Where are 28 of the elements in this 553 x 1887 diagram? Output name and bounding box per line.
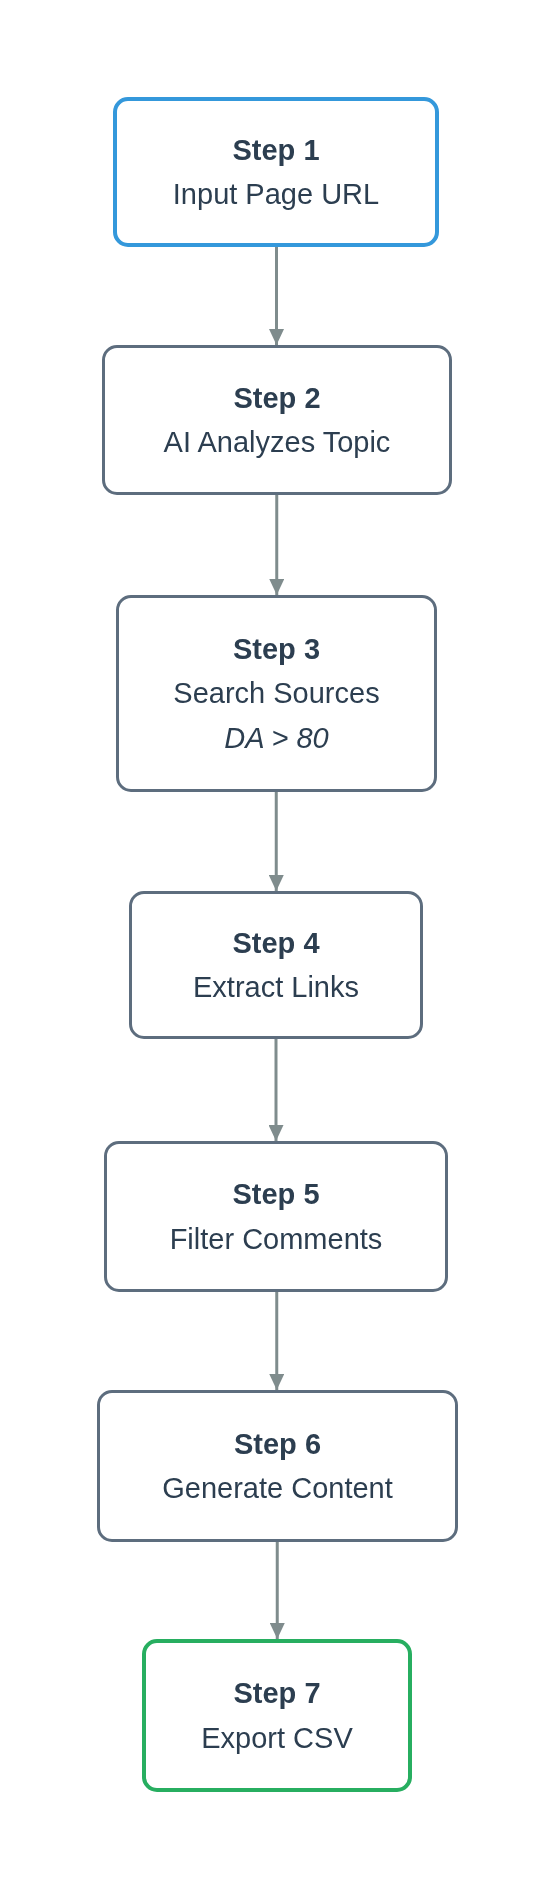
step-title: Step 4 bbox=[232, 925, 320, 961]
step-title: Step 1 bbox=[232, 132, 320, 168]
step-label: Filter Comments bbox=[169, 1221, 383, 1257]
process-box bbox=[142, 1639, 412, 1792]
process-box bbox=[129, 891, 423, 1039]
step-label: Extract Links bbox=[193, 970, 359, 1005]
step-label: AI Analyzes Topic bbox=[163, 425, 391, 460]
process-box bbox=[102, 345, 452, 495]
arrow bbox=[269, 495, 285, 595]
process-box bbox=[116, 595, 437, 792]
step-label: Input Page URL bbox=[172, 177, 380, 212]
arrow bbox=[269, 1542, 285, 1639]
arrow bbox=[268, 1039, 284, 1141]
process-box bbox=[104, 1141, 448, 1292]
step-label: Export CSV bbox=[201, 1720, 353, 1756]
step-title: Step 5 bbox=[232, 1177, 320, 1213]
step-title: Step 3 bbox=[233, 632, 320, 668]
process-box bbox=[113, 97, 439, 247]
step-label: Generate Content bbox=[162, 1471, 393, 1506]
step-label: Search Sources bbox=[173, 676, 380, 712]
step-title: Step 6 bbox=[234, 1426, 321, 1462]
arrow bbox=[269, 247, 284, 345]
step-title: Step 7 bbox=[233, 1676, 321, 1712]
process-box bbox=[97, 1390, 458, 1542]
arrow bbox=[269, 1292, 285, 1390]
step-title: Step 2 bbox=[233, 380, 321, 416]
step-note: DA > 80 bbox=[224, 720, 329, 756]
arrow bbox=[268, 792, 284, 891]
